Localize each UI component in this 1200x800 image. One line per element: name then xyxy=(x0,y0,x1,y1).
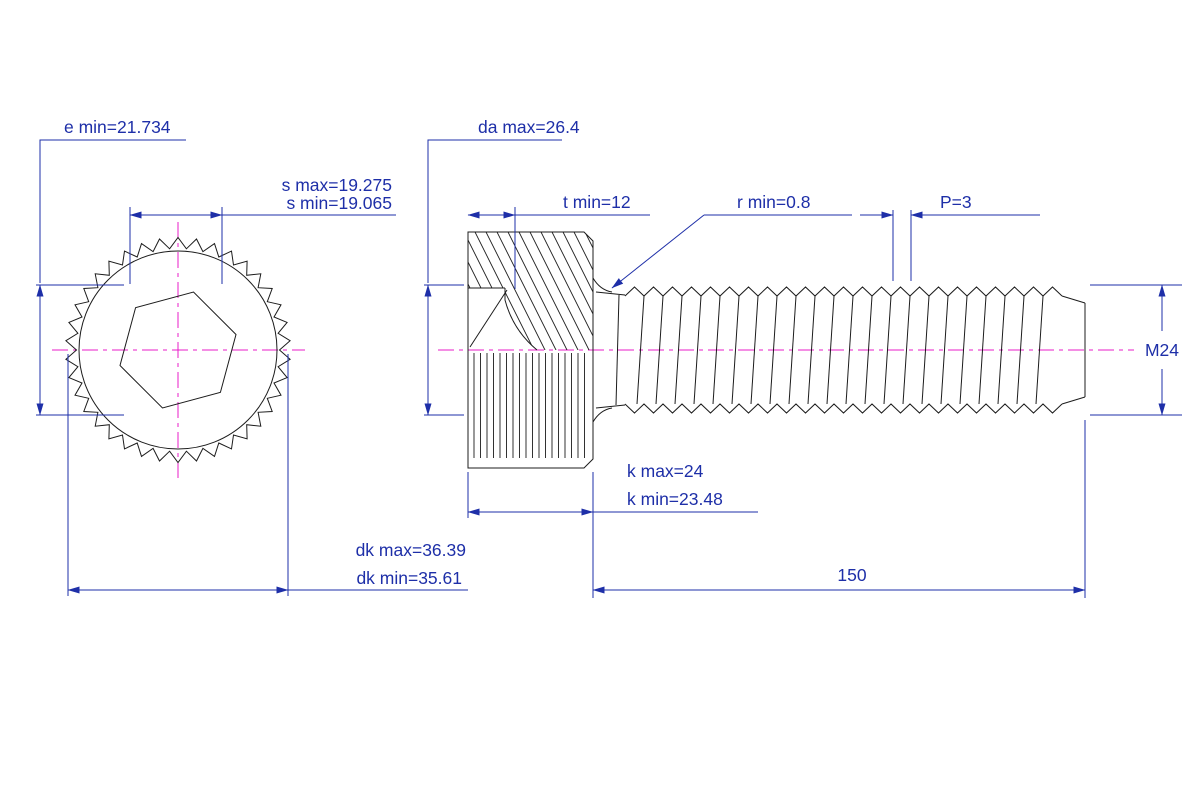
dim-label-r-min: r min=0.8 xyxy=(737,192,810,212)
head-outline xyxy=(467,231,594,469)
dim-label-pitch: P=3 xyxy=(940,192,972,212)
dim-label-t-min: t min=12 xyxy=(563,192,631,212)
centerlines xyxy=(52,222,1134,480)
section-hatching xyxy=(468,232,593,350)
dim-label-s-min: s min=19.065 xyxy=(286,193,392,213)
underhead-fillet-top xyxy=(592,277,613,293)
head-circle xyxy=(78,250,278,450)
hex-socket-outline xyxy=(119,291,237,409)
thread-runout-line xyxy=(615,294,620,406)
head-knurl-lines xyxy=(473,353,585,458)
dim-label-length: 150 xyxy=(837,565,866,585)
side-view xyxy=(467,231,1086,469)
dim-label-da-max: da max=26.4 xyxy=(478,117,580,137)
dim-label-s-max: s max=19.275 xyxy=(282,175,392,195)
tip-chamfer-top xyxy=(1061,295,1086,304)
end-view xyxy=(78,250,278,450)
thread-profile xyxy=(624,286,1063,414)
dim-label-thread-size: M24 xyxy=(1145,340,1179,360)
dim-label-e-min: e min=21.734 xyxy=(64,117,171,137)
neck-top-line xyxy=(595,291,626,296)
dimension-labels: e min=21.734 da max=26.4 s max=19.275 s … xyxy=(64,117,1179,588)
dimension-lines xyxy=(36,139,1182,598)
neck-bottom-line xyxy=(595,404,626,409)
dim-label-k-max: k max=24 xyxy=(627,461,704,481)
tip-chamfer-bottom xyxy=(1061,396,1086,405)
socket-end-chamfer xyxy=(504,288,538,351)
dim-label-dk-max: dk max=36.39 xyxy=(356,540,466,560)
dim-label-k-min: k min=23.48 xyxy=(627,489,723,509)
socket-flat-edge xyxy=(469,289,508,348)
dim-label-dk-min: dk min=35.61 xyxy=(356,568,462,588)
underhead-fillet-bottom xyxy=(592,407,613,423)
knurl-serration-ring xyxy=(65,236,291,464)
